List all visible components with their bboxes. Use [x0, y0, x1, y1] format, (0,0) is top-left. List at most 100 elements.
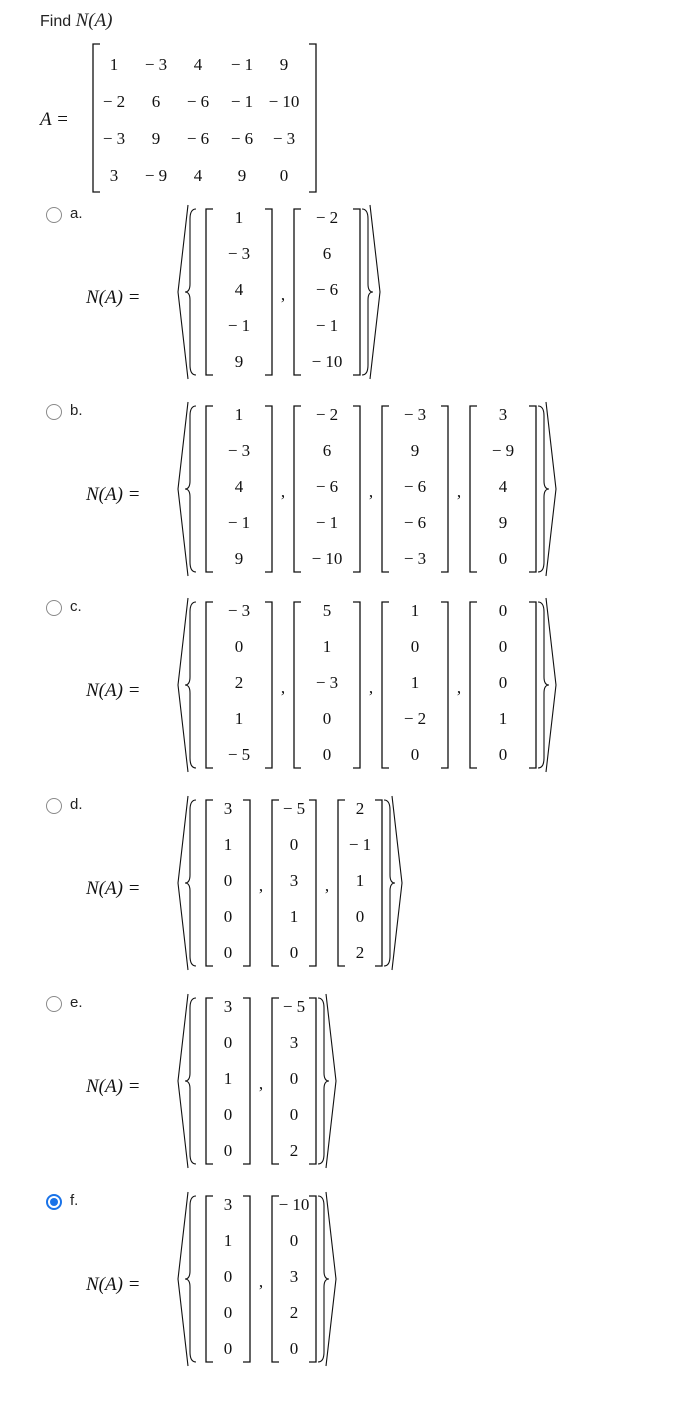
vector-left-bracket: [205, 405, 213, 573]
vector-entry: − 1: [228, 316, 250, 335]
right-angle-bracket: [545, 597, 557, 773]
vector-entry: − 1: [316, 513, 338, 532]
matrix-cell: 6: [152, 92, 161, 111]
vector-entry: 0: [224, 1339, 233, 1358]
vector-entry: − 3: [228, 601, 250, 620]
vector-separator: ,: [281, 285, 285, 304]
vector-entry: − 5: [283, 799, 305, 818]
vector-right-bracket: [309, 799, 317, 967]
matrix-cell: 4: [194, 55, 203, 74]
vector-entry: 0: [224, 1033, 233, 1052]
vector-separator: ,: [457, 678, 461, 697]
vector-entry: 2: [290, 1141, 299, 1160]
vector-entry: 4: [499, 477, 508, 496]
matrix-cell: − 6: [231, 129, 253, 148]
matrix-cell: 4: [194, 166, 203, 185]
matrix-right-bracket: [309, 43, 317, 193]
vector-right-bracket: [265, 601, 273, 769]
vector-entry: − 3: [228, 441, 250, 460]
vector-entry: 0: [499, 637, 508, 656]
option-radio-button[interactable]: [46, 1194, 62, 1210]
vector-entry: − 10: [279, 1195, 310, 1214]
vector-entry: 1: [323, 637, 332, 656]
vector-entry: 0: [224, 907, 233, 926]
left-brace: [184, 601, 197, 769]
vector-entry: 0: [290, 1339, 299, 1358]
vector-separator: ,: [369, 678, 373, 697]
vector-entry: 2: [356, 943, 365, 962]
vector-right-bracket: [529, 601, 537, 769]
vector-entry: 1: [411, 601, 420, 620]
matrix-lhs: A =: [40, 109, 69, 130]
vector-entry: 1: [290, 907, 299, 926]
vector-entry: 0: [224, 943, 233, 962]
option-lhs: N(A) =: [86, 287, 141, 308]
vector-left-bracket: [205, 601, 213, 769]
vector-entry: − 10: [312, 352, 343, 371]
vector-entry: 3: [224, 997, 233, 1016]
null-space-set: 1− 34− 19,− 26− 6− 1− 10,− 39− 6− 6− 3,3…: [177, 401, 557, 577]
vector-entry: − 3: [316, 673, 338, 692]
option-lhs: N(A) =: [86, 878, 141, 899]
vector-entry: 3: [499, 405, 508, 424]
left-brace: [184, 799, 197, 967]
vector-entry: 0: [224, 1141, 233, 1160]
vector-entry: 3: [224, 799, 233, 818]
question-expression: N(A): [75, 10, 113, 31]
vector-entry: 0: [224, 1267, 233, 1286]
option-radio-button[interactable]: [46, 207, 62, 223]
left-brace: [184, 997, 197, 1165]
matrix-cell: − 1: [231, 55, 253, 74]
right-brace: [537, 405, 550, 573]
option-radio-button[interactable]: [46, 996, 62, 1012]
vector-right-bracket: [441, 601, 449, 769]
vector-entry: 0: [224, 1303, 233, 1322]
vector-right-bracket: [243, 997, 251, 1165]
vector-entry: − 2: [404, 709, 426, 728]
vector-right-bracket: [375, 799, 383, 967]
left-angle-bracket: [177, 1191, 189, 1367]
vector-right-bracket: [309, 1195, 317, 1363]
vector-left-bracket: [271, 997, 279, 1165]
vector-entry: − 3: [228, 244, 250, 263]
matrix-cell: 9: [152, 129, 161, 148]
vector-entry: 0: [499, 549, 508, 568]
matrix-cell: 3: [110, 166, 119, 185]
vector-entry: 0: [499, 601, 508, 620]
option-letter: d.: [70, 796, 83, 813]
vector-entry: − 9: [492, 441, 514, 460]
left-brace: [184, 208, 197, 376]
right-angle-bracket: [369, 204, 381, 380]
vector-left-bracket: [469, 405, 477, 573]
matrix-cell: − 3: [145, 55, 167, 74]
option-radio-button[interactable]: [46, 600, 62, 616]
vector-right-bracket: [243, 1195, 251, 1363]
vector-entry: 0: [290, 835, 299, 854]
vector-right-bracket: [265, 208, 273, 376]
vector-left-bracket: [205, 208, 213, 376]
right-angle-bracket: [391, 795, 403, 971]
vector-left-bracket: [337, 799, 345, 967]
option-radio-button[interactable]: [46, 404, 62, 420]
matrix-cell: 1: [110, 55, 119, 74]
matrix-cell: − 3: [273, 129, 295, 148]
matrix-cell: − 6: [187, 92, 209, 111]
vector-entry: 9: [235, 352, 244, 371]
vector-separator: ,: [259, 1074, 263, 1093]
vector-right-bracket: [353, 601, 361, 769]
vector-entry: 0: [224, 1105, 233, 1124]
vector-entry: 3: [290, 1267, 299, 1286]
option-letter: c.: [70, 598, 82, 615]
vector-entry: 0: [235, 637, 244, 656]
vector-entry: 2: [356, 799, 365, 818]
vector-entry: − 6: [404, 477, 426, 496]
vector-entry: 3: [290, 1033, 299, 1052]
option-lhs: N(A) =: [86, 1076, 141, 1097]
vector-entry: 9: [235, 549, 244, 568]
vector-left-bracket: [293, 405, 301, 573]
option-radio-button[interactable]: [46, 798, 62, 814]
vector-entry: − 2: [316, 208, 338, 227]
